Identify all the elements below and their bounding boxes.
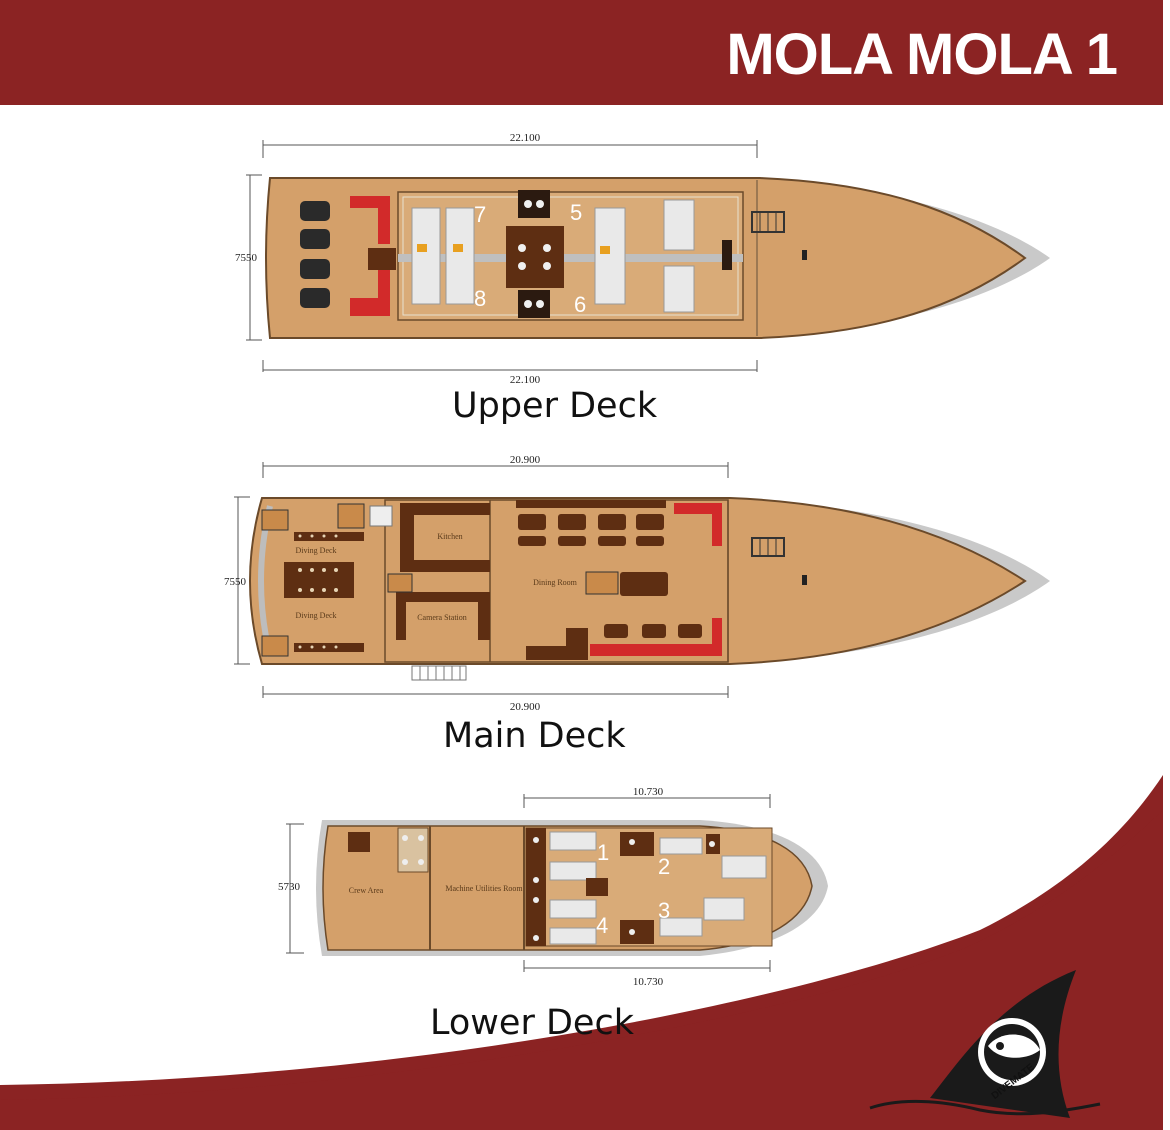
kitchen-counter — [400, 503, 490, 572]
lower-dim-side: 5730 — [278, 881, 301, 893]
main-dim-bottom: 20.900 — [510, 701, 541, 713]
deck-label-main: Main Deck — [443, 716, 626, 756]
stairs — [348, 832, 370, 852]
bed — [549, 927, 597, 945]
dining-sofa — [674, 503, 722, 546]
upper-deck-plan: 22.100 22.100 7550 — [235, 132, 1050, 386]
dining-tables — [518, 514, 702, 660]
divemate-logo: DIVEMATE — [869, 970, 1101, 1118]
cabin-number: 1 — [597, 840, 609, 865]
bed — [549, 899, 597, 919]
camera-station-counter — [396, 592, 490, 640]
bathroom — [518, 190, 550, 218]
bed — [549, 861, 597, 881]
dining-sofa — [590, 618, 722, 656]
stairs — [586, 878, 608, 896]
main-dim-top: 20.900 — [510, 454, 541, 466]
title-banner: MOLA MOLA 1 — [0, 0, 1163, 105]
cabin-number: 7 — [474, 202, 486, 227]
upper-dim-top: 22.100 — [510, 132, 541, 144]
bathroom — [518, 290, 550, 318]
cabin-number: 2 — [658, 854, 670, 879]
room-label: Crew Area — [349, 886, 384, 895]
page-title: MOLA MOLA 1 — [726, 22, 1118, 87]
bed — [594, 207, 626, 305]
bed — [663, 265, 695, 313]
deck-label-lower: Lower Deck — [430, 1003, 634, 1043]
lower-deck-plan: 10.730 10.730 5730 Crew Area Machine Uti… — [278, 786, 828, 988]
bathroom — [506, 226, 564, 288]
bed — [445, 207, 475, 305]
room-label: Diving Deck — [295, 546, 336, 555]
stairs — [585, 571, 619, 595]
room-label: Camera Station — [417, 613, 467, 622]
bed — [411, 207, 441, 305]
main-deck-plan: 20.900 20.900 7550 Kitchen Camera Statio… — [224, 454, 1050, 713]
cabin-number: 8 — [474, 286, 486, 311]
sunbed — [300, 229, 330, 249]
sunbed — [300, 259, 330, 279]
bed — [703, 897, 745, 921]
cabin-number: 6 — [574, 292, 586, 317]
stairs — [261, 509, 289, 531]
bed — [549, 831, 597, 851]
deck-label-upper: Upper Deck — [452, 386, 658, 426]
dive-table — [284, 562, 354, 598]
room-label: Machine Utilities Room — [445, 884, 523, 893]
stairs — [387, 573, 413, 593]
sunbed — [300, 288, 330, 308]
room-label: Dining Room — [533, 578, 578, 587]
decorative-swoosh-inner — [0, 810, 1163, 1130]
upper-sofa — [350, 196, 390, 244]
stairs — [337, 503, 365, 529]
cabin-number: 3 — [658, 898, 670, 923]
dive-bench — [294, 643, 364, 652]
cabin-number: 4 — [596, 913, 608, 938]
bathroom — [397, 827, 429, 873]
bed — [659, 837, 703, 855]
room-label: Diving Deck — [295, 611, 336, 620]
cabin-number: 5 — [570, 200, 582, 225]
upper-dim-side: 7550 — [235, 252, 258, 264]
lower-dim-top: 10.730 — [633, 786, 664, 798]
sunbed — [300, 201, 330, 221]
stairs — [261, 635, 289, 657]
room-label: Kitchen — [437, 532, 462, 541]
upper-sofa — [350, 270, 390, 316]
dive-bench — [294, 532, 364, 541]
lower-dim-bottom: 10.730 — [633, 976, 664, 988]
bed — [663, 199, 695, 251]
bed — [659, 917, 703, 937]
upper-dim-bottom: 22.100 — [510, 374, 541, 386]
bed — [721, 855, 767, 879]
main-dim-side: 7550 — [224, 576, 247, 588]
